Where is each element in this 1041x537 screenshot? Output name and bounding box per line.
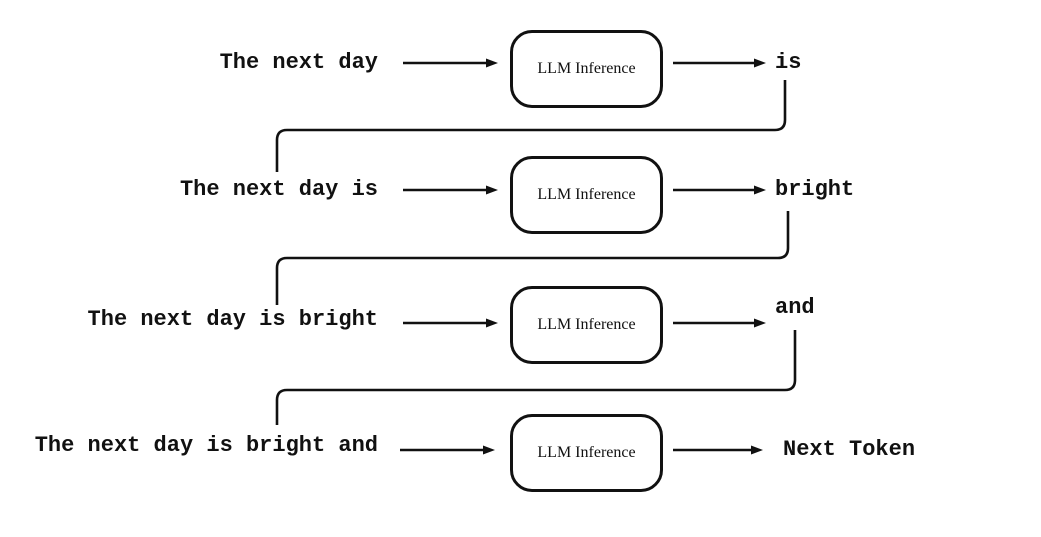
row4-input-text: The next day is bright and — [34, 433, 378, 458]
row4-llm-inference-box: LLM Inference — [510, 414, 663, 492]
row1-llm-inference-box: LLM Inference — [510, 30, 663, 108]
row3-input-text: The next day is bright — [87, 307, 378, 332]
row3-output-token: and — [775, 295, 815, 320]
row4-llm-box-label: LLM Inference — [537, 444, 636, 461]
row2-llm-box-label: LLM Inference — [537, 186, 636, 203]
row1-output-token: is — [775, 50, 802, 75]
row1-input-text: The next day — [219, 50, 378, 75]
row2-input-text: The next day is — [179, 177, 378, 202]
row2-output-token: bright — [775, 177, 855, 202]
row3-llm-box-label: LLM Inference — [537, 316, 636, 333]
row1-llm-box-label: LLM Inference — [537, 60, 636, 77]
row3-llm-inference-box: LLM Inference — [510, 286, 663, 364]
row4-output-token: Next Token — [783, 437, 916, 462]
row2-llm-inference-box: LLM Inference — [510, 156, 663, 234]
